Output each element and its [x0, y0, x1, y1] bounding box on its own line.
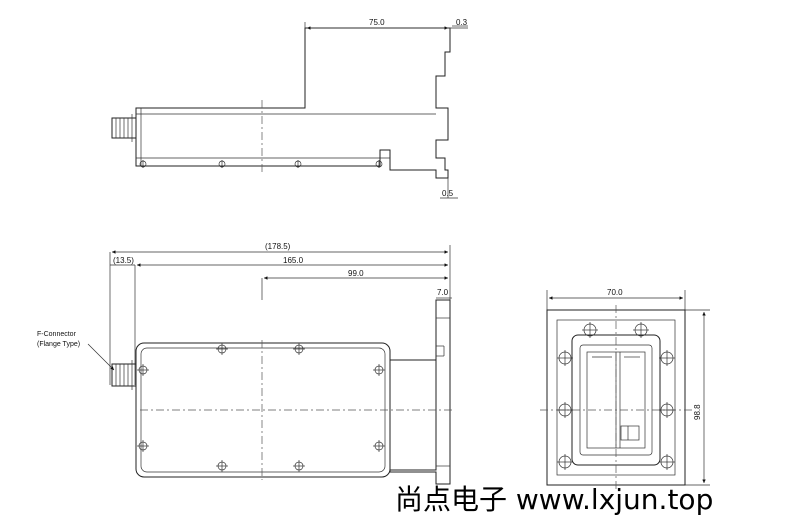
front-view: (178.5) 165.0 (13.5) 99.0 7.0 [37, 242, 455, 485]
dim-label-70: 70.0 [607, 288, 623, 297]
dim-label-75: 75.0 [369, 18, 385, 27]
connector-label-line2: (Flange Type) [37, 341, 80, 348]
top-view: 75.0 0.3 0.5 [111, 18, 468, 199]
connector-leader [87, 343, 115, 371]
end-screws [557, 322, 675, 470]
dim-label-0-3: 0.3 [456, 18, 468, 27]
dim-label-165: 165.0 [283, 256, 304, 265]
top-view-outline [135, 27, 451, 179]
dim-label-98-8: 98.8 [693, 404, 702, 420]
front-flange [389, 299, 451, 485]
end-flange-inner [556, 319, 676, 476]
watermark-text: 尚点电子 www.lxjun.top [395, 483, 714, 516]
dim-label-99: 99.0 [348, 269, 364, 278]
top-view-screws [139, 160, 383, 168]
dim-label-178-5: (178.5) [265, 242, 291, 251]
front-body [135, 342, 391, 478]
dim-label-13-5: (13.5) [113, 256, 134, 265]
dim-label-7: 7.0 [437, 288, 449, 297]
end-probe [620, 425, 640, 441]
connector-label-line1: F-Connector [37, 331, 77, 338]
front-screws [137, 343, 385, 472]
end-view: 70.0 98.8 [540, 288, 710, 490]
dim-label-0-5: 0.5 [442, 189, 454, 198]
